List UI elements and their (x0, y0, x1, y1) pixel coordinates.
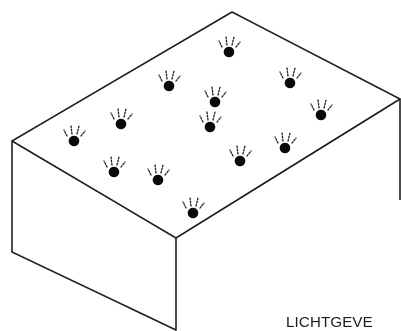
light-ray (195, 197, 199, 207)
light-ray (160, 164, 164, 174)
light-ray (317, 99, 320, 109)
light-ray (274, 136, 279, 144)
light-ray (225, 36, 228, 46)
light-point (310, 99, 333, 121)
light-ray (175, 75, 181, 82)
light-ray (235, 41, 241, 48)
light-ray (217, 86, 221, 96)
light-point (199, 111, 222, 133)
light-point (63, 125, 86, 147)
box-left-face (11, 141, 177, 331)
light-ray (171, 70, 175, 80)
light-ray (287, 132, 291, 142)
light-ray (216, 116, 222, 123)
light-ray (123, 108, 127, 118)
light-point (218, 36, 241, 58)
box-outline (11, 11, 401, 331)
light-points (63, 36, 333, 219)
light-ray (204, 90, 209, 98)
light-dot (152, 174, 164, 186)
light-point (103, 156, 126, 178)
light-ray (221, 91, 227, 98)
light-ray (120, 161, 126, 168)
light-point (182, 197, 205, 219)
light-ray (286, 67, 289, 77)
light-ray (212, 111, 216, 121)
light-ray (211, 86, 214, 96)
light-dot (68, 135, 80, 147)
light-point (274, 132, 297, 154)
light-point (158, 70, 181, 92)
light-ray (310, 103, 315, 111)
light-ray (292, 67, 296, 77)
light-point (279, 67, 302, 89)
light-ray (76, 125, 80, 135)
light-dot (204, 121, 216, 133)
light-ray (182, 201, 187, 209)
light-point (147, 164, 170, 186)
light-ray (147, 168, 152, 176)
light-dot (187, 207, 199, 219)
light-ray (242, 145, 246, 155)
light-ray (164, 169, 170, 176)
light-ray (291, 137, 297, 144)
light-ray (154, 164, 157, 174)
light-dot (284, 77, 296, 89)
light-ray (199, 202, 205, 209)
light-ray (229, 149, 234, 157)
light-point (204, 86, 227, 108)
light-ray (199, 115, 204, 123)
light-ray (206, 111, 209, 121)
light-ray (117, 108, 120, 118)
light-ray (110, 156, 113, 166)
light-ray (70, 125, 73, 135)
light-ray (116, 156, 120, 166)
light-ray (279, 71, 284, 79)
light-ray (189, 197, 192, 207)
light-ray (63, 129, 68, 137)
light-ray (103, 160, 108, 168)
light-ray (218, 40, 223, 48)
light-ray (327, 104, 333, 111)
light-dot (315, 109, 327, 121)
box-right-face (175, 98, 401, 239)
light-dot (163, 80, 175, 92)
light-dot (108, 166, 120, 178)
light-source-label: LICHTGEVE (286, 314, 373, 331)
light-ray (236, 145, 239, 155)
light-ray (246, 150, 252, 157)
light-ray (80, 130, 86, 137)
light-ray (281, 132, 284, 142)
light-ray (127, 113, 133, 120)
light-ray (323, 99, 327, 109)
light-dot (279, 142, 291, 154)
light-ray (165, 70, 168, 80)
light-point (110, 108, 133, 130)
light-ray (231, 36, 235, 46)
light-ray (110, 112, 115, 120)
light-ray (158, 74, 163, 82)
light-ray (296, 72, 302, 79)
light-point (229, 145, 252, 167)
light-dot (209, 96, 221, 108)
light-dot (115, 118, 127, 130)
light-dot (223, 46, 235, 58)
light-dot (234, 155, 246, 167)
